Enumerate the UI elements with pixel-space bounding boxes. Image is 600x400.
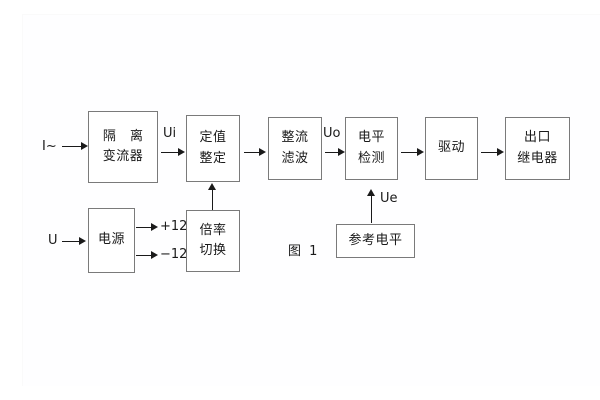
rail-neg-line — [136, 255, 152, 256]
signal-ue-arrowhead — [367, 189, 375, 196]
signal-uo-arrowhead — [338, 148, 345, 156]
block-power-supply-line1: 电源 — [97, 232, 125, 248]
block-output-relay-line1: 出口 — [523, 130, 551, 146]
current-input-arrowhead — [81, 142, 88, 150]
block-output-relay[interactable]: 出口 继电器 — [505, 117, 570, 180]
block-level-detect[interactable]: 电平 检测 — [345, 117, 398, 180]
current-input-line — [62, 146, 82, 147]
link-setting-to-rectifier-arrowhead — [259, 148, 266, 156]
current-input-label: I~ — [42, 139, 57, 154]
block-range-switch-line2: 切换 — [199, 243, 227, 258]
link-range-to-setting-arrowhead — [208, 183, 216, 190]
link-level-to-drive-arrowhead — [417, 148, 424, 156]
signal-uo-label: Uo — [323, 126, 341, 141]
voltage-input-line — [62, 241, 80, 242]
signal-ue-line — [371, 195, 372, 223]
block-setting-adjust-line2: 整定 — [199, 150, 227, 166]
signal-ue-label: Ue — [380, 191, 398, 206]
block-setting-adjust-line1: 定值 — [199, 130, 227, 146]
block-isolation-transformer[interactable]: 隔 离 变流器 — [88, 111, 158, 183]
block-isolation-transformer-line1: 隔 离 — [102, 128, 149, 144]
signal-ui-line — [161, 152, 179, 153]
rail-pos-line — [136, 227, 152, 228]
signal-uo-line — [325, 152, 339, 153]
content-area — [22, 14, 600, 386]
block-drive-line1: 驱动 — [437, 140, 465, 156]
signal-ui-arrowhead — [178, 148, 185, 156]
block-output-relay-line2: 继电器 — [517, 150, 558, 166]
block-range-switch-line1: 倍率 — [199, 222, 227, 238]
link-drive-to-output-line — [481, 152, 498, 153]
block-setting-adjust[interactable]: 定值 整定 — [186, 115, 240, 182]
link-drive-to-output-arrowhead — [497, 148, 504, 156]
block-power-supply[interactable]: 电源 — [88, 208, 135, 273]
block-level-detect-line1: 电平 — [357, 130, 385, 146]
block-level-detect-line2: 检测 — [357, 150, 385, 166]
rail-pos-arrowhead — [151, 223, 158, 231]
block-reference-level[interactable]: 参考电平 — [336, 224, 415, 258]
voltage-input-arrowhead — [79, 237, 86, 245]
block-rectifier-filter-line2: 滤波 — [281, 150, 309, 166]
link-setting-to-rectifier-line — [244, 152, 260, 153]
link-level-to-drive-line — [401, 152, 418, 153]
block-isolation-transformer-line2: 变流器 — [102, 149, 144, 164]
link-range-to-setting-line — [212, 189, 213, 210]
block-rectifier-filter-line1: 整流 — [281, 130, 309, 146]
block-reference-level-line1: 参考电平 — [348, 232, 403, 248]
figure-caption: 图 1 — [288, 244, 320, 259]
block-drive[interactable]: 驱动 — [425, 117, 478, 180]
signal-ui-label: Ui — [163, 126, 177, 141]
voltage-input-label: U — [48, 233, 58, 248]
block-rectifier-filter[interactable]: 整流 滤波 — [268, 117, 322, 180]
block-range-switch[interactable]: 倍率 切换 — [186, 210, 240, 272]
rail-neg-arrowhead — [151, 251, 158, 259]
